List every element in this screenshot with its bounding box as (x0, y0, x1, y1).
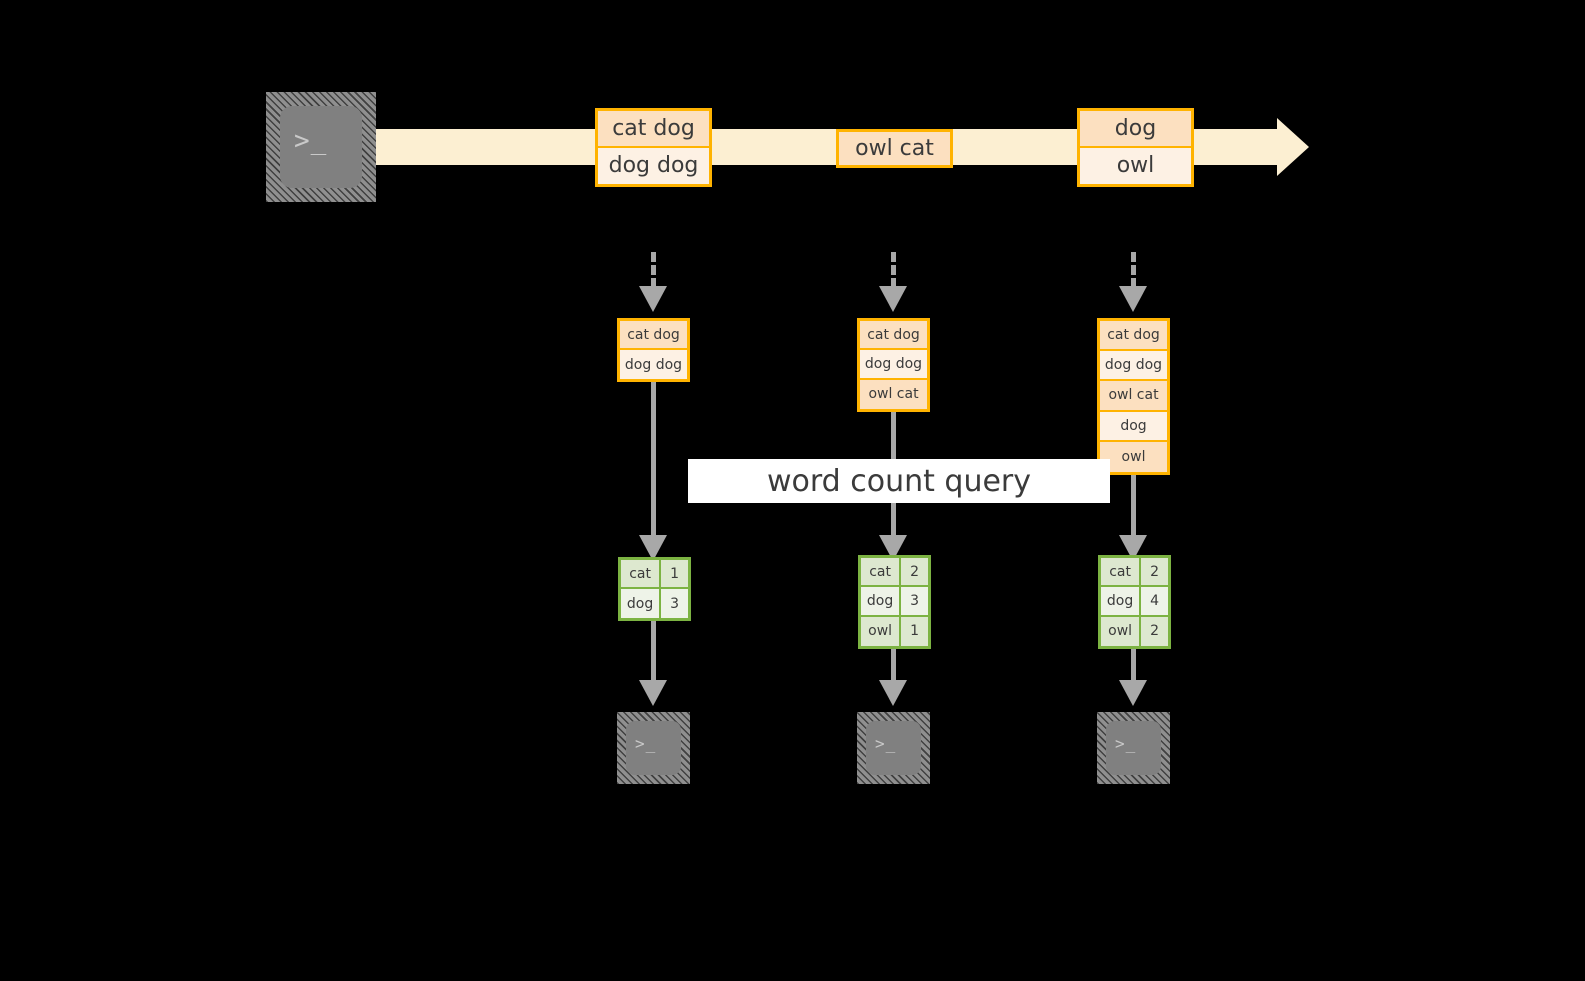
sink-connector (651, 621, 656, 686)
table-cell-word: dog (621, 589, 662, 618)
terminal-body (1106, 721, 1161, 775)
query-label-text: word count query (766, 463, 1032, 499)
sink-connector (891, 649, 896, 686)
terminal-prompt-glyph: >_ (294, 126, 328, 156)
table-row: owl 2 (1101, 616, 1168, 646)
table-cell-count: 1 (661, 560, 688, 587)
stream-record-row: cat dog (598, 111, 709, 148)
table-cell-word: cat (861, 558, 902, 586)
dashed-connector-arrowhead-icon (879, 286, 907, 312)
dashed-connector (651, 252, 656, 288)
stream-record-group[interactable]: cat dog dog dog (595, 108, 712, 187)
stream-record-group[interactable]: dog owl (1077, 108, 1194, 187)
query-connector-arrowhead-icon (639, 535, 667, 561)
terminal-body (626, 721, 681, 775)
result-table[interactable]: cat 2 dog 4 owl 2 (1098, 555, 1171, 649)
table-row: dog 4 (1101, 587, 1168, 617)
terminal-body (866, 721, 921, 775)
stream-record-row: owl (1080, 147, 1191, 184)
query-connector (651, 382, 656, 542)
snapshot-record-stack[interactable]: cat dog dog dog (617, 318, 690, 382)
terminal-prompt-glyph: >_ (635, 734, 657, 753)
terminal-prompt-glyph: >_ (1115, 734, 1137, 753)
snapshot-record-stack[interactable]: cat dog dog dog owl cat (857, 318, 930, 412)
snapshot-record-row: owl (1100, 441, 1167, 472)
table-cell-count: 3 (661, 589, 688, 618)
sink-connector-arrowhead-icon (1119, 680, 1147, 706)
result-table[interactable]: cat 2 dog 3 owl 1 (858, 555, 931, 649)
snapshot-record-stack[interactable]: cat dog dog dog owl cat dog owl (1097, 318, 1170, 475)
snapshot-record-row: cat dog (1100, 321, 1167, 352)
stream-arrow-head-icon (1277, 118, 1309, 176)
sink-terminal-icon[interactable]: >_ (617, 712, 690, 784)
sink-connector (1131, 649, 1136, 686)
table-cell-count: 2 (1141, 616, 1168, 646)
stream-record-row: owl cat (839, 132, 950, 165)
table-cell-count: 3 (901, 587, 928, 615)
snapshot-record-row: dog dog (620, 350, 687, 379)
snapshot-record-row: owl cat (1100, 381, 1167, 412)
snapshot-record-row: cat dog (620, 321, 687, 350)
stream-record-group[interactable]: owl cat (836, 129, 953, 168)
dashed-connector-arrowhead-icon (639, 286, 667, 312)
sink-connector-arrowhead-icon (879, 680, 907, 706)
snapshot-record-row: dog (1100, 411, 1167, 442)
snapshot-record-row: cat dog (860, 321, 927, 351)
table-cell-word: dog (861, 587, 902, 615)
stream-record-row: dog dog (598, 147, 709, 184)
source-terminal-icon[interactable]: >_ (266, 92, 376, 202)
table-cell-word: owl (861, 616, 902, 646)
table-row: cat 2 (1101, 558, 1168, 588)
terminal-prompt-glyph: >_ (875, 734, 897, 753)
table-cell-count: 1 (901, 616, 928, 646)
result-table[interactable]: cat 1 dog 3 (618, 557, 691, 621)
table-row: cat 2 (861, 558, 928, 588)
terminal-body (280, 106, 362, 188)
dashed-connector (891, 252, 896, 288)
table-cell-count: 4 (1141, 587, 1168, 615)
table-row: dog 3 (861, 587, 928, 617)
sink-terminal-icon[interactable]: >_ (1097, 712, 1170, 784)
table-cell-count: 2 (1141, 558, 1168, 586)
table-cell-word: owl (1101, 616, 1142, 646)
table-row: owl 1 (861, 616, 928, 646)
table-cell-word: cat (1101, 558, 1142, 586)
stream-record-row: dog (1080, 111, 1191, 148)
table-cell-word: cat (621, 560, 662, 587)
snapshot-record-row: dog dog (1100, 351, 1167, 382)
sink-terminal-icon[interactable]: >_ (857, 712, 930, 784)
table-cell-count: 2 (901, 558, 928, 586)
dashed-connector-arrowhead-icon (1119, 286, 1147, 312)
dashed-connector (1131, 252, 1136, 288)
snapshot-record-row: dog dog (860, 350, 927, 380)
query-connector (1131, 475, 1136, 542)
table-row: cat 1 (621, 560, 688, 589)
sink-connector-arrowhead-icon (639, 680, 667, 706)
table-cell-word: dog (1101, 587, 1142, 615)
snapshot-record-row: owl cat (860, 379, 927, 409)
table-row: dog 3 (621, 589, 688, 618)
query-label: word count query (688, 459, 1110, 503)
